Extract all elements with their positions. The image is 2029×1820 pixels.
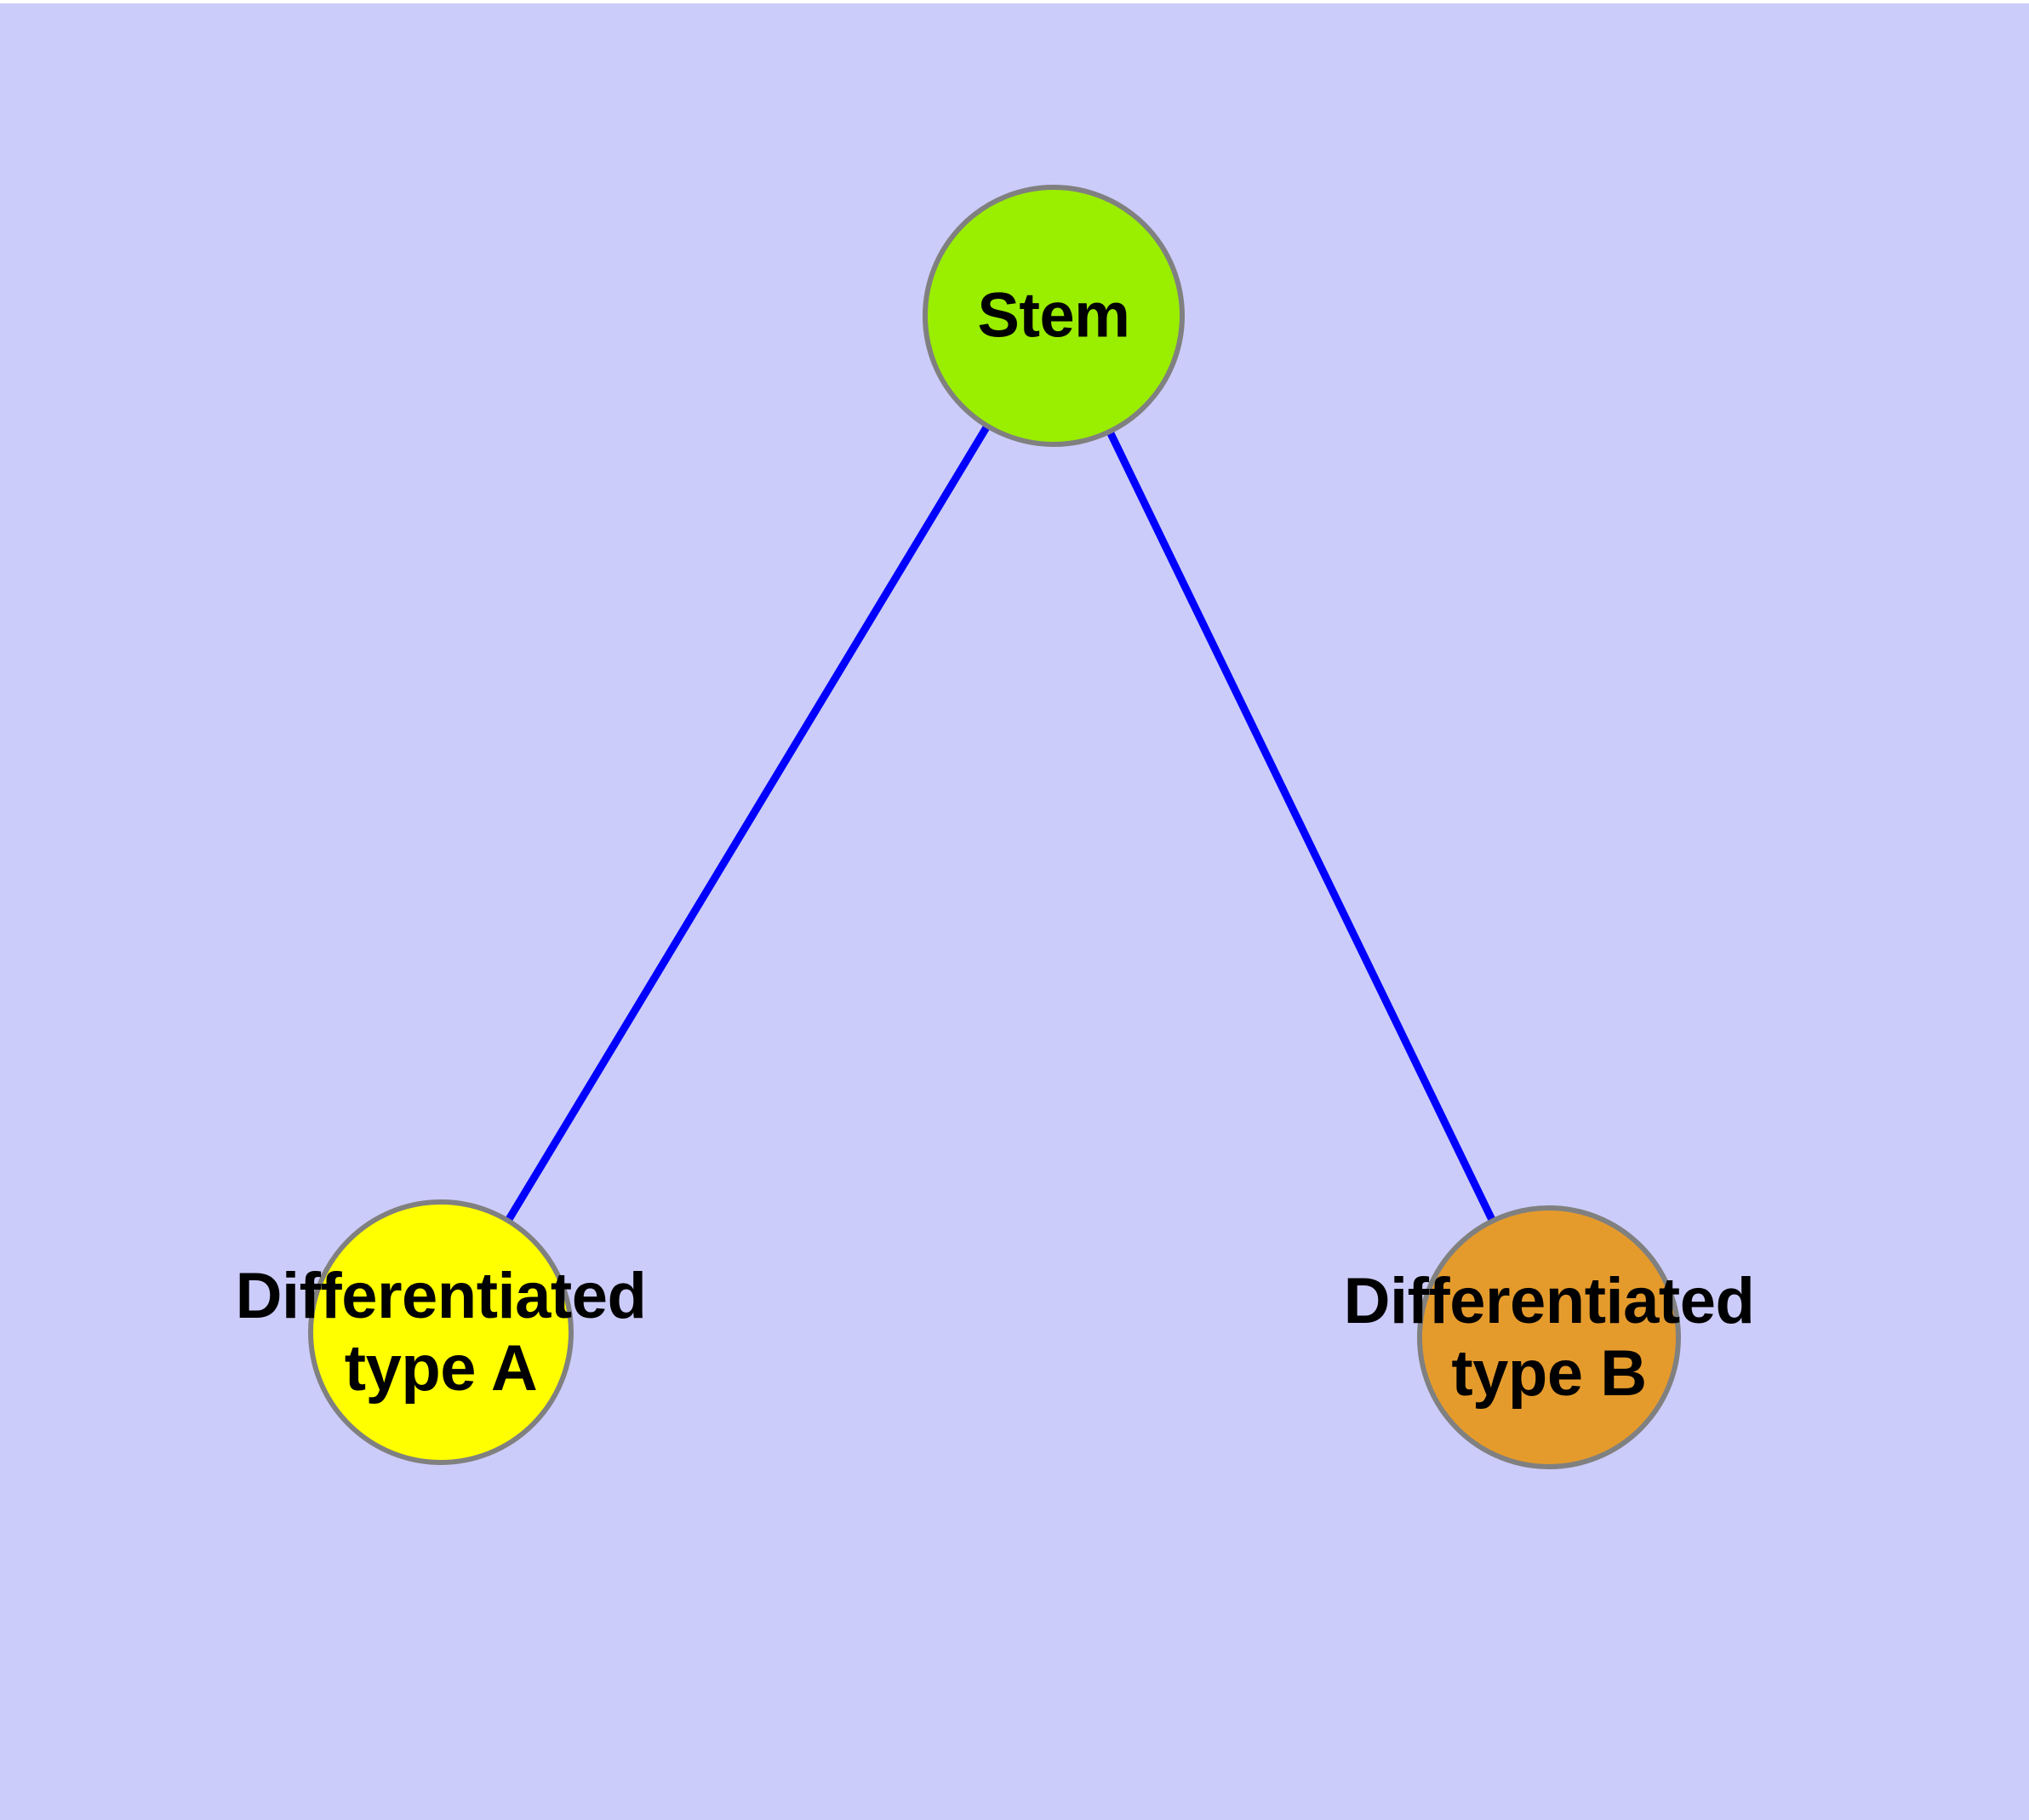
graph-svg [308,185,1681,1469]
graph-node-diff-a[interactable] [308,1199,574,1465]
graph-node-diff-b[interactable] [1417,1205,1681,1469]
graph-edge[interactable] [1106,429,1497,1224]
graph-node-stem[interactable] [923,185,1185,447]
graph-edge[interactable] [504,423,992,1224]
nodes-group [308,185,1681,1469]
edges-group [504,423,1497,1224]
